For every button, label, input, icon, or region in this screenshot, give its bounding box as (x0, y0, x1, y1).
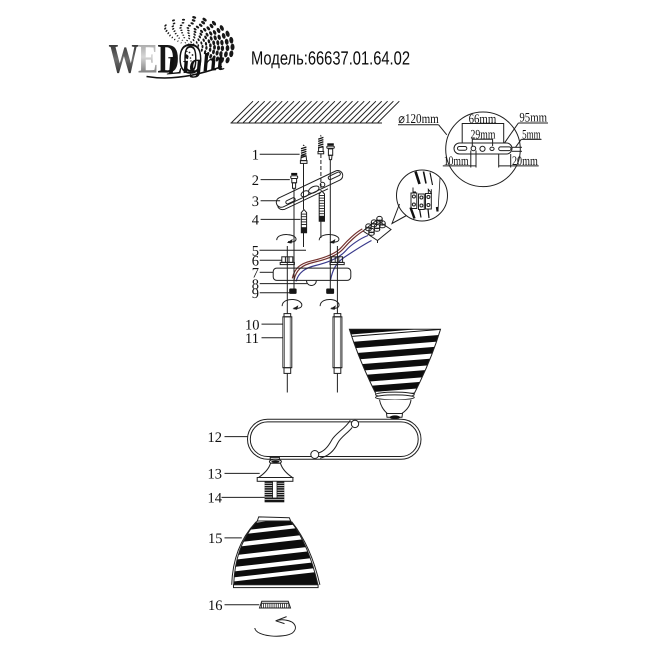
svg-text:8: 8 (252, 277, 259, 293)
svg-text:3: 3 (252, 194, 259, 210)
svg-text:9: 9 (252, 286, 259, 302)
svg-text:Light: Light (164, 46, 226, 80)
svg-text:10mm: 10mm (444, 153, 469, 168)
svg-text:7: 7 (252, 266, 259, 282)
svg-text:29mm: 29mm (471, 127, 496, 142)
svg-text:5: 5 (252, 243, 259, 259)
svg-text:12: 12 (208, 430, 223, 446)
svg-text:6: 6 (252, 253, 259, 269)
svg-text:5mm: 5mm (522, 127, 541, 142)
svg-text:15: 15 (208, 531, 223, 547)
svg-text:10: 10 (245, 317, 260, 333)
svg-text:1: 1 (252, 147, 259, 163)
svg-text:⌀120mm: ⌀120mm (398, 111, 439, 126)
svg-text:11: 11 (245, 331, 259, 347)
svg-text:14: 14 (208, 491, 223, 507)
svg-text:4: 4 (252, 213, 260, 229)
svg-text:16: 16 (208, 598, 223, 614)
svg-text:13: 13 (208, 467, 223, 483)
svg-text:2: 2 (252, 173, 259, 189)
svg-text:95mm: 95mm (519, 110, 547, 125)
svg-text:20mm: 20mm (512, 153, 538, 168)
svg-text:66mm: 66mm (469, 111, 497, 126)
svg-text:Модель:66637.01.64.02: Модель:66637.01.64.02 (251, 49, 410, 70)
